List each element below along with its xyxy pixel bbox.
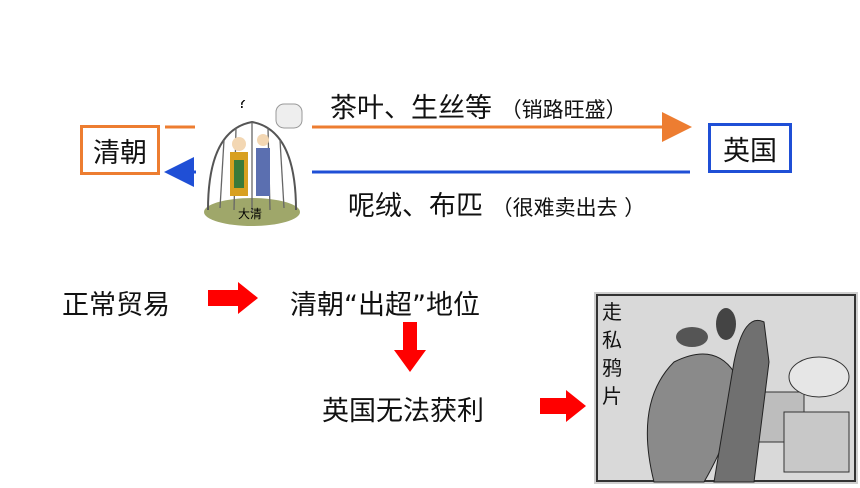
cage-plate: 大清 — [238, 207, 262, 221]
import-note: （很难卖出去 ） — [491, 196, 646, 220]
import-goods: 呢绒、布匹 — [348, 191, 483, 222]
qing-box: 清朝 — [80, 125, 160, 175]
no-profit-label: 英国无法获利 — [322, 396, 484, 427]
normal-trade-label: 正常贸易 — [62, 290, 170, 321]
qing-label: 清朝 — [93, 137, 147, 169]
import-label: 呢绒、布匹 （很难卖出去 ） — [348, 184, 645, 223]
britain-box: 英国 — [708, 123, 792, 173]
opium-cartoon-image: 走私鸦片 — [594, 292, 858, 484]
caged-emperor-illustration: ? 大清 — [194, 93, 312, 230]
trade-surplus-label: 清朝“出超”地位 — [290, 290, 480, 321]
export-goods: 茶叶、生丝等 — [330, 93, 492, 124]
britain-label: 英国 — [723, 135, 777, 167]
export-note: （销路旺盛） — [500, 98, 627, 122]
cartoon-title: 走私鸦片 — [602, 300, 622, 408]
export-label: 茶叶、生丝等 （销路旺盛） — [330, 86, 627, 125]
red-arrow-right-2 — [540, 390, 586, 422]
svg-text:?: ? — [238, 100, 247, 112]
red-arrow-down — [394, 322, 426, 372]
red-arrow-right-1 — [208, 282, 258, 314]
